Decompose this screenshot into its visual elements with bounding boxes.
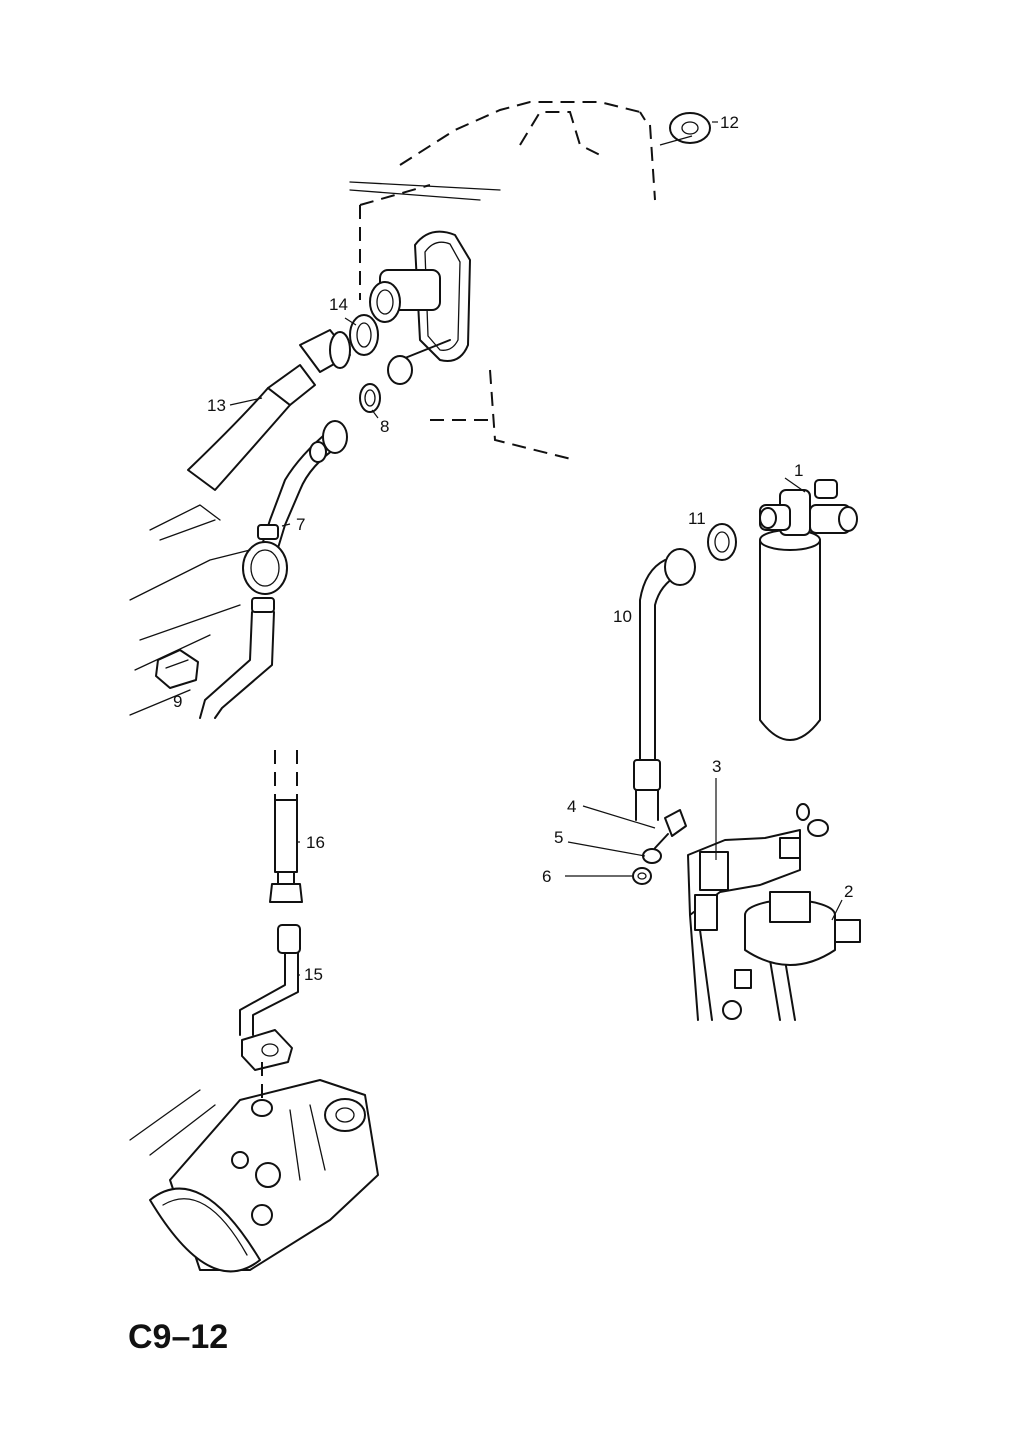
- callout-4: 4: [567, 797, 576, 816]
- callout-10: 10: [613, 607, 632, 626]
- part-6-nut: [632, 867, 652, 885]
- callout-11: 11: [688, 509, 706, 528]
- part-10-pipe: [633, 548, 696, 821]
- page-code: C9–12: [128, 1318, 228, 1356]
- callout-7: 7: [296, 515, 305, 534]
- evaporator-flange: [369, 230, 471, 385]
- part-12-grommet: [669, 112, 718, 144]
- mounting-nuts: [722, 803, 829, 1020]
- callout-2: 2: [844, 882, 853, 901]
- callout-5: 5: [554, 828, 563, 847]
- part-7-liquid-line: [199, 420, 348, 719]
- callout-16: 16: [306, 833, 325, 852]
- callout-15: 15: [304, 965, 323, 984]
- part-11-o-ring: [707, 523, 737, 561]
- callout-14: 14: [329, 295, 348, 314]
- part-15-pipe: [239, 924, 301, 1071]
- part-5-washer: [642, 848, 662, 864]
- housing-outline: [349, 101, 656, 461]
- part-13-suction-hose: [187, 329, 351, 491]
- part-14-o-ring: [349, 314, 379, 356]
- part-8-o-ring: [359, 383, 381, 413]
- part-1-receiver-drier: [759, 479, 858, 741]
- callout-3: 3: [712, 757, 721, 776]
- compressor: [129, 1062, 379, 1273]
- callout-1: 1: [794, 461, 803, 480]
- callout-12: 12: [720, 113, 739, 132]
- callout-13: 13: [207, 396, 226, 415]
- callout-8: 8: [380, 417, 389, 436]
- part-4-bolt: [654, 809, 687, 849]
- body-lines: [129, 504, 251, 716]
- leader-lines: [229, 135, 843, 976]
- part-9-clip: [155, 649, 199, 689]
- part-16-hose: [269, 750, 303, 903]
- part-2-clamp: [694, 891, 861, 966]
- callout-9: 9: [173, 692, 182, 711]
- callout-6: 6: [542, 867, 551, 886]
